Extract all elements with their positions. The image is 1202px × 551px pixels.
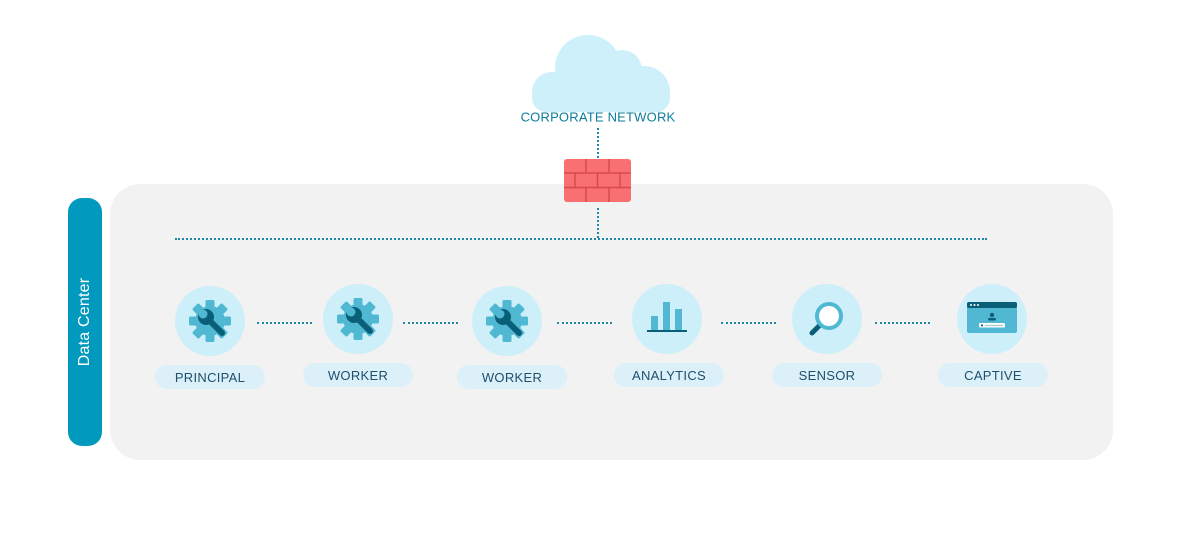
gear-wrench-icon — [486, 300, 528, 342]
node-worker-2 — [472, 286, 542, 356]
connector-cloud-firewall — [597, 128, 599, 158]
connector-node-2-3 — [403, 322, 458, 324]
data-center-label: Data Center — [76, 277, 93, 367]
node-label-principal: PRINCIPAL — [155, 365, 265, 389]
connector-node-5-6 — [875, 322, 930, 324]
cloud-label: CORPORATE NETWORK — [520, 109, 676, 125]
login-window-icon — [967, 302, 1017, 333]
data-center-tab — [68, 198, 102, 446]
connector-node-3-4 — [557, 322, 612, 324]
node-analytics — [632, 284, 702, 354]
node-worker-1 — [323, 284, 393, 354]
node-label-worker-1: WORKER — [303, 363, 413, 387]
connector-firewall-bus — [597, 208, 599, 238]
node-sensor — [792, 284, 862, 354]
connector-node-1-2 — [257, 322, 312, 324]
node-label-sensor: SENSOR — [772, 363, 882, 387]
network-bus — [175, 238, 987, 240]
magnifier-icon — [809, 302, 843, 336]
bar-chart-icon — [647, 302, 687, 332]
gear-wrench-icon — [337, 298, 379, 340]
node-label-captive: CAPTIVE — [938, 363, 1048, 387]
node-label-worker-2: WORKER — [457, 365, 567, 389]
gear-wrench-icon — [189, 300, 231, 342]
node-label-analytics: ANALYTICS — [614, 363, 724, 387]
cloud-icon — [532, 35, 670, 112]
connector-node-4-5 — [721, 322, 776, 324]
node-captive — [957, 284, 1027, 354]
firewall-icon — [564, 159, 631, 202]
node-principal — [175, 286, 245, 356]
